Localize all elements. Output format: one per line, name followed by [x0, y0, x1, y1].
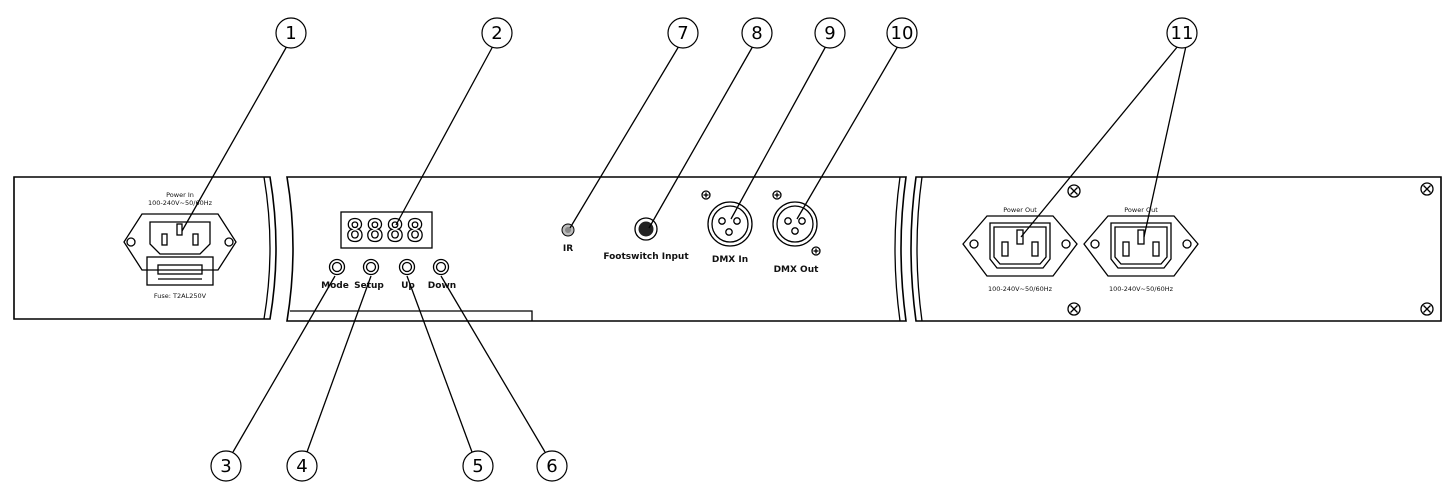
callout-number: 9: [824, 23, 835, 44]
dmx-out-label: DMX Out: [774, 265, 820, 275]
screw-icon: [1420, 182, 1434, 196]
callout-number: 8: [751, 23, 762, 44]
dmx-in-connector[interactable]: DMX In: [701, 190, 753, 265]
callout-7: 7: [667, 17, 699, 49]
center-panel: [286, 176, 907, 322]
callout-number: 7: [677, 23, 688, 44]
panel-screws: [1067, 182, 1434, 316]
power-out-rating-1: 100-240V~50/60Hz: [988, 285, 1053, 293]
fuse-rating: Fuse: T2AL250V: [154, 292, 207, 300]
callout-leaders: [181, 45, 1187, 453]
right-panel: [910, 176, 1442, 322]
fuse-holder-icon: [146, 256, 214, 286]
screw-icon: [1420, 302, 1434, 316]
callout-3: 3: [210, 450, 242, 482]
callout-4: 4: [286, 450, 318, 482]
down-button[interactable]: Down: [428, 258, 456, 292]
callout-5: 5: [462, 450, 494, 482]
screw-icon: [1061, 239, 1071, 249]
footswitch-label: Footswitch Input: [603, 252, 689, 262]
screw-icon: [969, 239, 979, 249]
callout-1: 1: [275, 17, 307, 49]
screw-icon: [1182, 239, 1192, 249]
screw-icon: [1090, 239, 1100, 249]
latch-icon: [772, 190, 782, 200]
latch-icon: [811, 246, 821, 256]
setup-label: Setup: [354, 281, 384, 291]
screw-icon: [224, 237, 234, 247]
callout-number: 6: [546, 456, 557, 477]
led-display: 8888: [340, 211, 433, 250]
power-out-title-1: Power Out: [1003, 206, 1037, 214]
power-in-inlet: Power In 100-240V~50/60Hz Fuse: T2AL250V: [123, 191, 237, 300]
dmx-out-connector[interactable]: DMX Out: [772, 190, 821, 275]
callout-number: 11: [1171, 23, 1194, 44]
callout-8: 8: [741, 17, 773, 49]
mode-button[interactable]: Mode: [321, 258, 349, 292]
callout-6: 6: [536, 450, 568, 482]
power-in-title: Power In: [166, 191, 194, 199]
power-in-rating: 100-240V~50/60Hz: [148, 199, 213, 207]
power-out-outlet-1: Power Out 100-240V~50/60Hz: [962, 206, 1078, 293]
callout-11: 11: [1166, 17, 1198, 49]
down-label: Down: [428, 281, 456, 291]
left-panel: [13, 176, 277, 320]
power-out-rating-2: 100-240V~50/60Hz: [1109, 285, 1174, 293]
callout-9: 9: [814, 17, 846, 49]
callout-number: 1: [285, 23, 296, 44]
up-label: Up: [401, 281, 415, 291]
mode-label: Mode: [321, 281, 349, 291]
callout-10: 10: [886, 17, 918, 49]
power-out-outlet-2: Power Out 100-240V~50/60Hz: [1083, 206, 1199, 293]
latch-icon: [701, 190, 711, 200]
up-button[interactable]: Up: [398, 258, 416, 292]
callout-2: 2: [481, 17, 513, 49]
ir-label: IR: [563, 244, 573, 254]
callout-number: 2: [491, 23, 502, 44]
callout-number: 10: [891, 23, 914, 44]
screw-icon: [126, 237, 136, 247]
control-buttons: Mode Setup Up Down: [321, 258, 456, 292]
callout-number: 3: [220, 456, 231, 477]
power-out-title-2: Power Out: [1124, 206, 1158, 214]
callout-number: 4: [296, 456, 307, 477]
setup-button[interactable]: Setup: [354, 258, 384, 292]
callout-number: 5: [472, 456, 483, 477]
footswitch-input-jack[interactable]: Footswitch Input: [603, 217, 689, 262]
screw-icon: [1067, 302, 1081, 316]
screw-icon: [1067, 184, 1081, 198]
display-digits: 8888: [346, 214, 426, 249]
dmx-in-label: DMX In: [712, 255, 748, 265]
